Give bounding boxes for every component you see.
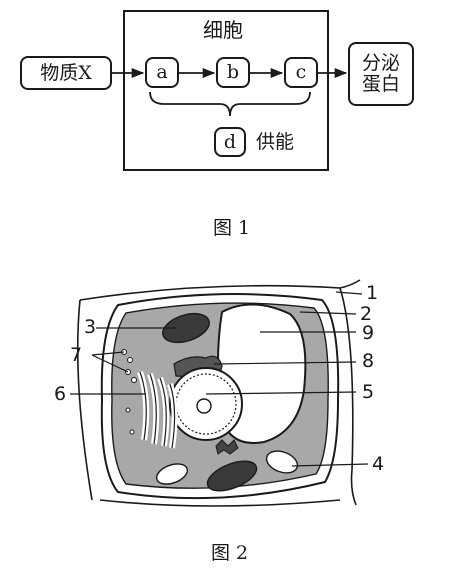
figure-2-caption: 图 2 [211, 542, 249, 564]
label-6: 6 [54, 383, 67, 405]
leader-lines [70, 291, 369, 467]
neighbor-cell-wall-right [339, 287, 357, 506]
step-c-box: c [284, 57, 318, 88]
secreted-protein-box: 分泌 蛋白 [348, 42, 414, 106]
label-1: 1 [366, 282, 379, 304]
figure-1-caption: 图 1 [213, 217, 251, 239]
secreted-protein-line-1: 分泌 [361, 52, 400, 75]
substance-x-label: 物质X [40, 61, 92, 84]
energy-d-label: d [223, 130, 237, 153]
chloroplast-top [162, 312, 210, 344]
label-2: 2 [360, 303, 373, 325]
step-a-box: a [145, 57, 179, 88]
cell-wall [100, 293, 340, 500]
step-b-label: b [226, 61, 240, 84]
small-organelle-cluster [215, 439, 239, 455]
energy-supply-text: 供能 [256, 131, 295, 153]
step-b-box: b [216, 57, 250, 88]
step-c-label: c [295, 61, 307, 84]
neighbor-cell-wall-bottom [99, 499, 341, 507]
label-7: 7 [70, 344, 83, 366]
cell-title: 细胞 [203, 18, 243, 42]
label-9: 9 [362, 322, 375, 344]
label-5: 5 [362, 381, 375, 403]
golgi-outline [139, 371, 176, 449]
vesicles [121, 349, 137, 435]
nucleolus [196, 398, 212, 414]
energy-d-box: d [214, 127, 246, 157]
label-8: 8 [362, 350, 375, 372]
neighbor-cell-wall-top [79, 279, 361, 301]
flow-arrows [112, 67, 348, 117]
energy-brace [149, 91, 311, 117]
step-a-label: a [156, 61, 168, 84]
mitochondrion-left [155, 463, 189, 485]
cell-boundary-box [123, 10, 329, 171]
neighbor-cell-wall-left [76, 299, 93, 501]
label-3: 3 [84, 316, 97, 338]
plant-cell-drawing [70, 279, 369, 507]
label-4: 4 [372, 453, 385, 475]
substance-x-box: 物质X [20, 56, 112, 90]
mitochondrion-right [265, 450, 299, 474]
chloroplast-bottom [206, 460, 258, 492]
secreted-protein-line-2: 蛋白 [361, 73, 400, 95]
